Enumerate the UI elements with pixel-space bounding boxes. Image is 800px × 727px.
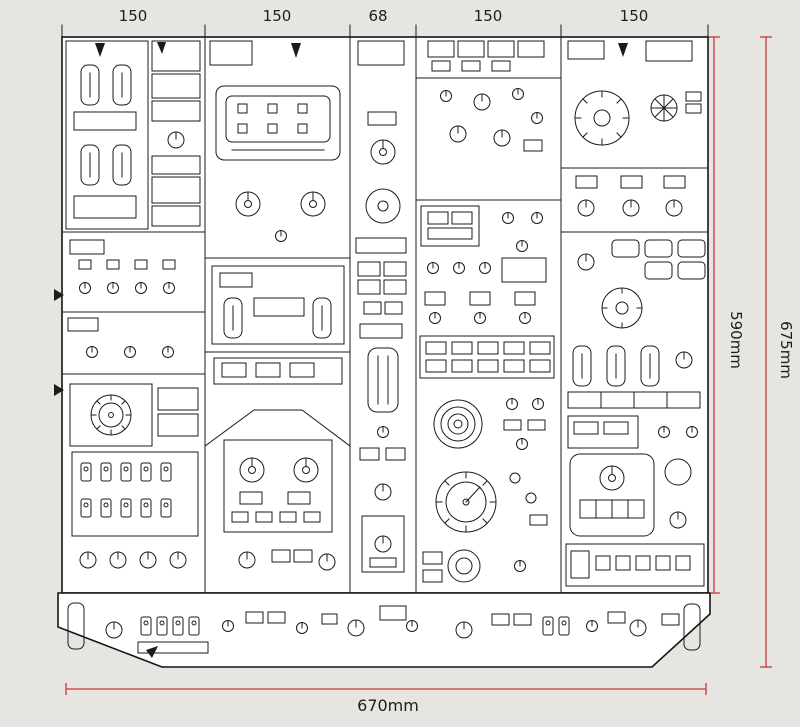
indicator-column-icon: [367, 347, 399, 413]
bottom-strip-panel: [67, 602, 701, 654]
column-3-panel: [355, 40, 407, 573]
dim-width-col3: 68: [368, 7, 387, 25]
dim-width-col2: 150: [263, 7, 292, 25]
top-dimension-ticks: [61, 24, 709, 37]
dim-width-bottom: 670mm: [357, 696, 419, 715]
right-arrow-icon: [54, 289, 64, 301]
indicator-light-icon: [509, 472, 521, 484]
down-arrow-icon: [618, 43, 628, 57]
dimension-lines-red: [65, 36, 772, 695]
column-5-panel: [560, 40, 709, 587]
knob-icon: [365, 188, 401, 224]
gauge-icon: [664, 458, 692, 486]
column-4-panel: [415, 40, 562, 583]
diagonal-arrow-icon: [146, 646, 158, 658]
down-arrow-icon: [291, 43, 301, 58]
dim-height-outer: 675mm: [777, 321, 795, 379]
compass-gauge-icon: [574, 90, 630, 146]
dim-width-col5: 150: [620, 7, 649, 25]
indicator-light-icon: [525, 492, 537, 504]
dim-width-col4: 150: [474, 7, 503, 25]
column-1-panel: [61, 40, 206, 569]
column-2-panel: [204, 40, 351, 571]
dim-height-inner: 590mm: [727, 311, 745, 369]
column-dividers: [204, 36, 562, 594]
edge-arrows: [54, 42, 166, 658]
right-arrow-icon: [54, 384, 64, 396]
down-arrow-icon: [157, 42, 166, 54]
down-arrow-icon: [95, 43, 105, 57]
speaker-grille-icon: [433, 399, 483, 449]
top-dimensions: 150 150 68 150 150: [119, 7, 649, 25]
dim-width-col1: 150: [119, 7, 148, 25]
compass-gauge-icon: [435, 471, 497, 533]
gauge-icon: [601, 287, 643, 329]
clock-gauge-icon: [650, 94, 678, 122]
gauge-icon: [447, 549, 481, 583]
